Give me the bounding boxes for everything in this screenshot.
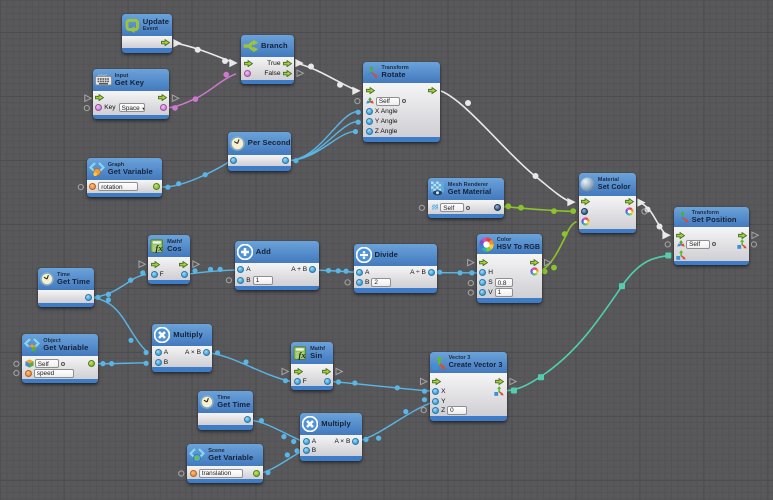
svg-text:fx: fx bbox=[156, 243, 164, 253]
svg-text:fx: fx bbox=[299, 350, 307, 360]
